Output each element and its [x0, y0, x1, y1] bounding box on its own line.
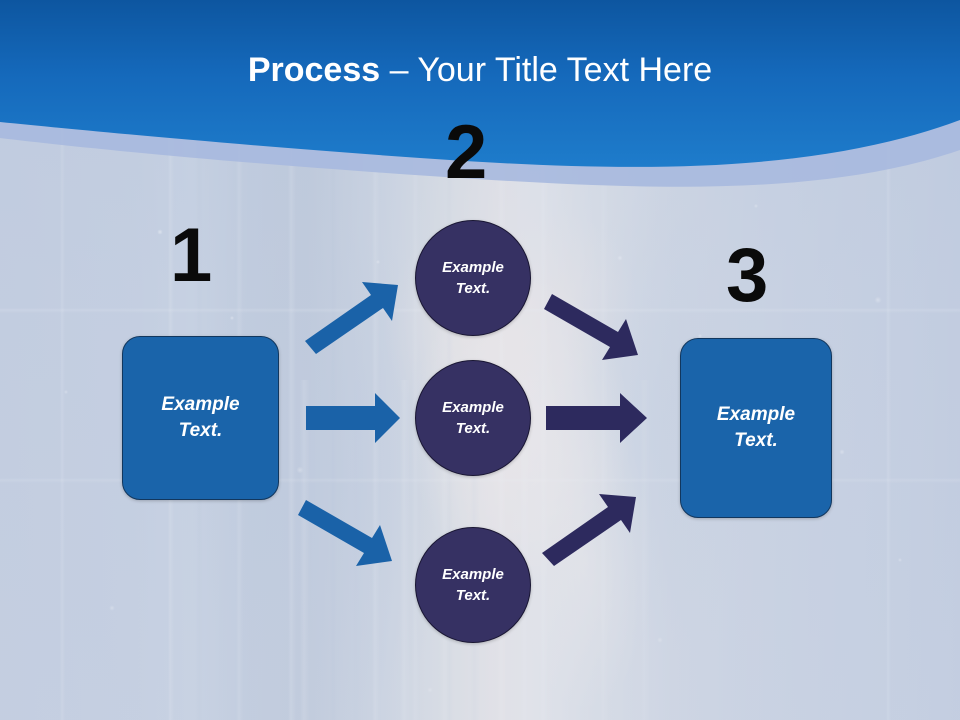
header-banner-fill — [0, 0, 960, 167]
page-title-rest: Your Title Text Here — [417, 51, 713, 89]
process-circle-top[interactable]: Example Text. — [415, 220, 531, 336]
process-circle-middle[interactable]: Example Text. — [415, 360, 531, 476]
process-circle-bottom[interactable]: Example Text. — [415, 527, 531, 643]
process-circle-bottom-line2: Text. — [455, 587, 491, 604]
step-number-2: 2 — [445, 110, 487, 195]
end-box[interactable]: Example Text. — [680, 338, 832, 518]
page-title: Process – Your Title Text Here — [0, 50, 960, 90]
process-circle-top-line2: Text. — [455, 280, 491, 297]
end-box-line2: Text. — [734, 430, 778, 451]
process-circle-top-line1: Example — [442, 259, 504, 276]
process-circle-middle-line2: Text. — [455, 420, 491, 437]
step-number-1: 1 — [170, 213, 212, 298]
page-title-separator: – — [380, 51, 418, 89]
process-circle-middle-line1: Example — [442, 399, 504, 416]
start-box-line1: Example — [161, 394, 240, 415]
header-banner — [0, 0, 960, 187]
page-title-bold: Process — [247, 51, 381, 89]
end-box-line1: Example — [716, 404, 796, 425]
process-circle-bottom-line1: Example — [442, 566, 504, 583]
start-box-line2: Text. — [178, 420, 223, 441]
start-box[interactable]: Example Text. — [122, 336, 279, 500]
step-number-3: 3 — [726, 233, 768, 318]
